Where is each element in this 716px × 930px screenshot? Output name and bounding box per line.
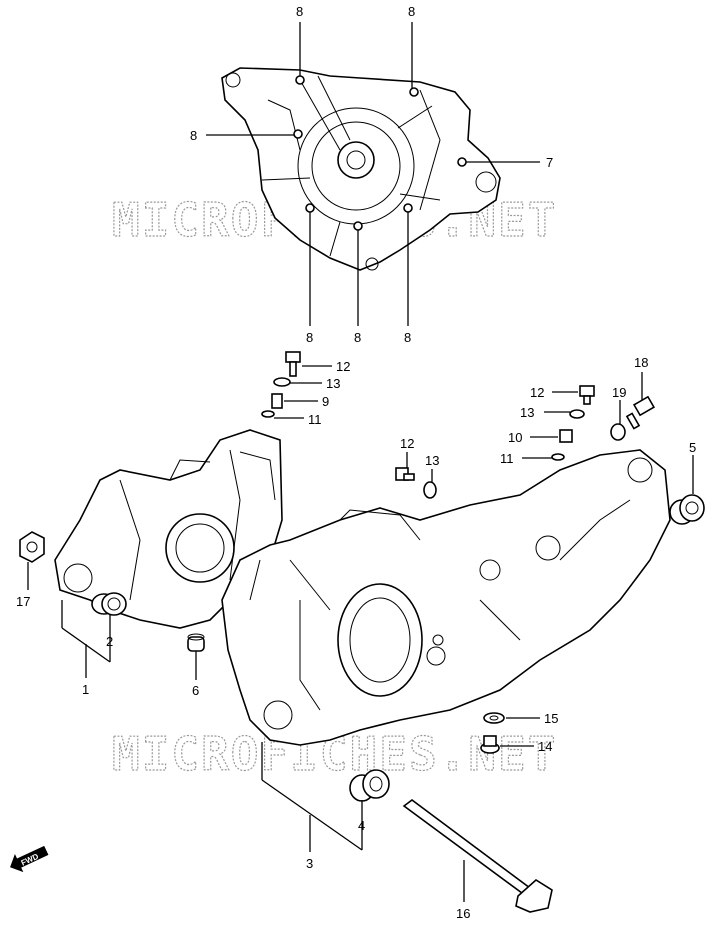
callout-18: 18 — [634, 355, 648, 370]
callout-8: 8 — [190, 128, 197, 143]
callout-10: 10 — [508, 430, 522, 445]
callout-13: 13 — [520, 405, 534, 420]
callout-12: 12 — [530, 385, 544, 400]
fwd-arrow-icon: FWD — [10, 845, 49, 873]
callout-4: 4 — [358, 818, 365, 833]
crankcase-right-half — [221, 449, 671, 746]
callout-13: 13 — [326, 376, 340, 391]
fitting-10 — [559, 429, 573, 443]
callout-6: 6 — [192, 683, 199, 698]
callout-9: 9 — [322, 394, 329, 409]
callout-7: 7 — [546, 155, 553, 170]
stud-bolt-16 — [402, 799, 553, 913]
callout-13: 13 — [425, 453, 439, 468]
bolt-18 — [625, 395, 656, 430]
callout-2: 2 — [106, 634, 113, 649]
crankcase-left-half — [54, 429, 283, 629]
callout-12: 12 — [336, 359, 350, 374]
bolt-12-left — [285, 351, 301, 377]
bushing-2 — [91, 592, 127, 616]
callout-8: 8 — [306, 330, 313, 345]
washer-13-mid — [423, 481, 437, 499]
callout-labels: 8 8 8 7 8 8 8 12 13 9 11 18 12 19 13 10 … — [16, 4, 696, 921]
bolt-12-right — [579, 385, 595, 405]
callout-8: 8 — [404, 330, 411, 345]
callout-19: 19 — [612, 385, 626, 400]
callout-8: 8 — [296, 4, 303, 19]
drain-plug-14 — [480, 735, 500, 754]
callout-3: 3 — [306, 856, 313, 871]
washer-19 — [610, 423, 626, 441]
callout-11: 11 — [500, 451, 514, 466]
callout-15: 15 — [544, 711, 558, 726]
fitting-9 — [271, 393, 283, 409]
washer-11-left — [261, 410, 275, 418]
callout-12: 12 — [400, 436, 414, 451]
dowel-pin-6 — [187, 633, 205, 652]
bolt-12-mid — [395, 467, 415, 481]
callout-11: 11 — [308, 412, 322, 427]
fwd-label: FWD — [20, 852, 41, 868]
bushing-4 — [349, 769, 390, 802]
callout-8: 8 — [354, 330, 361, 345]
leader-lines — [27, 22, 694, 902]
callout-8: 8 — [408, 4, 415, 19]
callout-1: 1 — [82, 682, 89, 697]
callout-14: 14 — [538, 739, 552, 754]
washer-13-left — [273, 377, 291, 387]
washer-13-right — [569, 409, 585, 419]
washer-11-right — [551, 453, 565, 461]
nut-17 — [19, 531, 45, 563]
bushing-5 — [669, 494, 705, 525]
washer-15 — [483, 712, 505, 724]
callout-16: 16 — [456, 906, 470, 921]
callout-5: 5 — [689, 440, 696, 455]
callout-17: 17 — [16, 594, 30, 609]
cover-screws — [293, 75, 467, 231]
